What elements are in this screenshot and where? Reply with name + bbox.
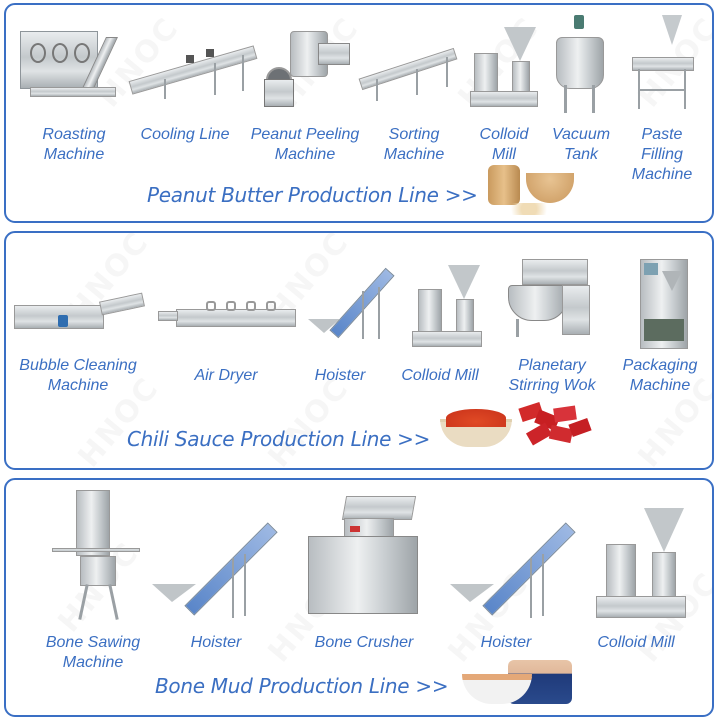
production-line-title[interactable]: Peanut Butter Production Line >> xyxy=(147,183,478,207)
machine-label: Bone Crusher xyxy=(314,634,414,651)
hoister-icon xyxy=(152,518,280,626)
air-dryer-icon xyxy=(156,295,298,339)
peanut-peeling-machine-icon xyxy=(260,27,352,113)
production-line-title[interactable]: Chili Sauce Production Line >> xyxy=(127,427,431,451)
machine-label: Bubble Cleaning Machine xyxy=(19,357,137,394)
machine-label: Hoister xyxy=(314,367,366,384)
hoister-icon xyxy=(450,518,578,626)
panel-bone-mud-line: HNOC HNOC HNOC HNOC Bone Sawing Machine … xyxy=(4,478,714,717)
bone-mud-product-icon xyxy=(458,654,578,712)
machine-label: Colloid Mill xyxy=(597,634,675,651)
machine-label: Peanut Peeling Machine xyxy=(250,126,360,163)
machine-label: Packaging Machine xyxy=(622,357,698,394)
bone-crusher-icon xyxy=(304,496,422,626)
sorting-machine-icon xyxy=(356,47,460,103)
machine-label: Roasting Machine xyxy=(42,126,106,163)
paste-filling-machine-icon xyxy=(628,13,698,121)
planetary-stirring-wok-icon xyxy=(502,255,600,355)
machine-label: Paste Filling Machine xyxy=(631,126,693,183)
peanut-butter-product-icon xyxy=(482,163,582,221)
machine-label: Planetary Stirring Wok xyxy=(508,357,596,394)
bone-sawing-machine-icon xyxy=(50,486,144,628)
vacuum-tank-icon xyxy=(552,15,608,119)
panel-chili-sauce-line: HNOC HNOC HNOC HNOC HNOC Bubble Cleaning… xyxy=(4,231,714,470)
chili-sauce-product-icon xyxy=(436,401,596,461)
machine-label: Cooling Line xyxy=(140,126,230,143)
machine-label: Hoister xyxy=(190,634,242,651)
machine-label: Colloid Mill xyxy=(401,367,479,384)
machine-label: Bone Sawing Machine xyxy=(45,634,141,671)
cooling-line-icon xyxy=(124,41,258,101)
machine-label: Air Dryer xyxy=(194,367,258,384)
roasting-machine-icon xyxy=(20,27,130,107)
production-line-title[interactable]: Bone Mud Production Line >> xyxy=(155,674,449,698)
bubble-cleaning-machine-icon xyxy=(12,292,150,339)
colloid-mill-icon xyxy=(410,259,486,351)
machine-label: Hoister xyxy=(480,634,532,651)
panel-peanut-butter-line: HNOC HNOC HNOC HNOC Roasting Machine Coo… xyxy=(4,3,714,223)
colloid-mill-icon xyxy=(468,21,542,113)
packaging-machine-icon xyxy=(636,249,690,355)
machine-label: Colloid Mill xyxy=(479,126,529,163)
colloid-mill-icon xyxy=(594,504,690,622)
hoister-icon xyxy=(306,267,396,343)
machine-label: Sorting Machine xyxy=(383,126,445,163)
machine-label: Vacuum Tank xyxy=(551,126,611,163)
